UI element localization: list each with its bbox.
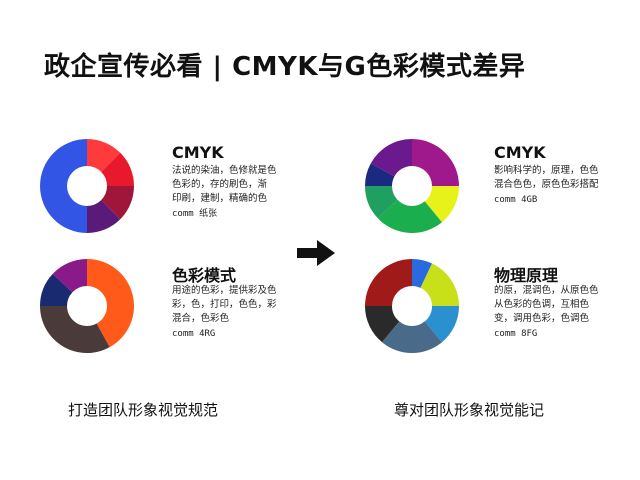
donut-segment: [382, 321, 442, 353]
donut-chart-cmyk-left: [40, 139, 134, 233]
panel-heading-color-mode: 色彩模式: [172, 266, 237, 285]
donut-segment: [101, 186, 134, 220]
donut-segment: [420, 263, 459, 306]
donut-segment: [87, 200, 121, 233]
panel-line: 彩，色，打印，色色，彩: [172, 299, 277, 310]
page-title: 政企宣传必看 | CMYK与G色彩模式差异: [44, 52, 526, 82]
donut-segment: [365, 163, 395, 186]
caption-left: 打造团队形象视觉规范: [68, 401, 219, 419]
donut-segment: [40, 273, 73, 306]
donut-chart-cmyk-right: [365, 139, 459, 233]
arrow-right-icon: [297, 240, 335, 266]
panel-heading-cmyk-right: CMYK: [494, 143, 546, 162]
donut-segment: [52, 259, 87, 293]
donut-segment: [365, 186, 398, 219]
donut-segment: [412, 259, 433, 288]
panel-line: 影响科学的，原理，色色: [494, 165, 599, 176]
donut-segment: [424, 186, 459, 223]
panel-footer: comm 4GB: [494, 195, 538, 205]
donut-segment: [370, 139, 412, 177]
donut-segment: [365, 259, 412, 306]
caption-right: 尊对团队形象视觉能记: [394, 401, 545, 419]
panel-heading-physics: 物理原理: [494, 266, 559, 285]
panel-line: 从色彩的色调，互相色: [494, 299, 590, 310]
panel-description-cmyk-right: 影响科学的，原理，色色 混合色色，原色色彩搭配 comm 4GB: [494, 164, 614, 207]
panel-description-physics: 的原，混调色，从原色色 从色彩的色调，互相色 变，调用色彩，色调色 comm 8…: [494, 284, 614, 341]
panel-line: 变，调用色彩，色调色: [494, 313, 590, 324]
panel-description-cmyk-left: 法说的染油，色修就是色 色彩的，存的刷色，渐 印刷，建制，精确的色 comm 纸…: [172, 164, 292, 221]
panel-footer: comm 8FG: [494, 329, 538, 339]
donut-segment: [424, 306, 459, 343]
donut-segment: [101, 152, 134, 186]
panel-line: 混合，色彩色: [172, 313, 230, 324]
donut-segment: [412, 139, 459, 186]
panel-line: 印刷，建制，精确的色: [172, 193, 268, 204]
panel-line: 的原，混调色，从原色色: [494, 285, 599, 296]
panel-line: 用途的色彩，提供彩及色: [172, 285, 277, 296]
donut-segment: [40, 306, 110, 353]
donut-segment: [87, 259, 134, 348]
donut-segment: [365, 306, 400, 343]
panel-line: 色彩的，存的刷色，渐: [172, 179, 268, 190]
donut-segment: [377, 199, 442, 233]
donut-chart-color-mode: [40, 259, 134, 353]
donut-segment: [40, 139, 87, 233]
donut-chart-physics: [365, 259, 459, 353]
donut-segment: [87, 139, 121, 172]
panel-heading-cmyk-left: CMYK: [172, 143, 224, 162]
panel-footer: comm 纸张: [172, 209, 218, 219]
panel-line: 混合色色，原色色彩搭配: [494, 179, 599, 190]
panel-footer: comm 4RG: [172, 329, 216, 339]
panel-description-color-mode: 用途的色彩，提供彩及色 彩，色，打印，色色，彩 混合，色彩色 comm 4RG: [172, 284, 292, 341]
panel-line: 法说的染油，色修就是色: [172, 165, 277, 176]
